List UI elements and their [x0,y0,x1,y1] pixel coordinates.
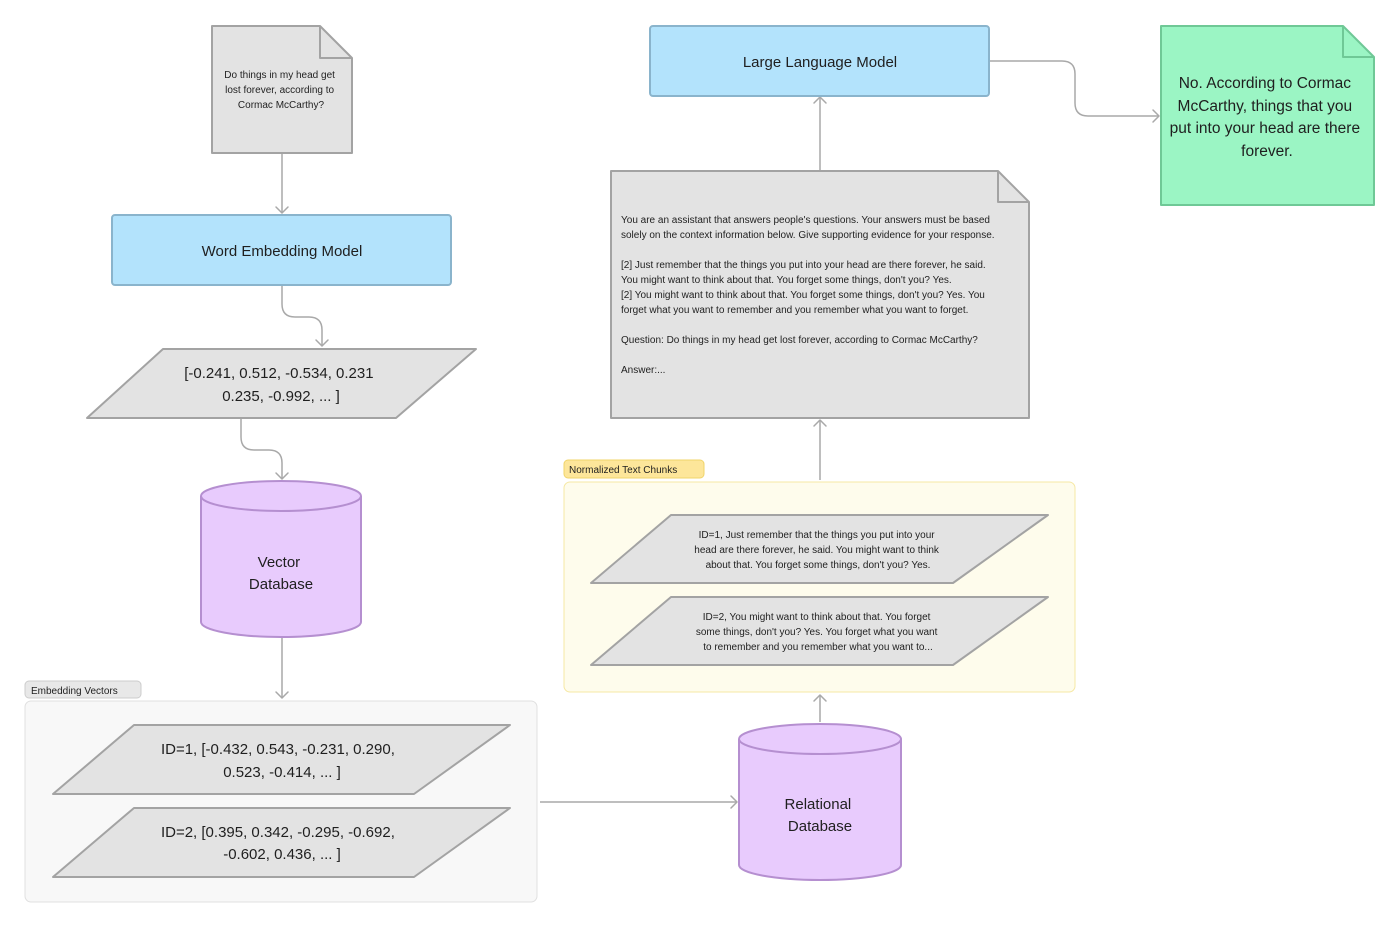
vector-database-line: Database [249,576,313,593]
prompt-document-shape [610,170,1030,419]
arrowhead [813,694,827,702]
text-chunk-line: some things, don't you? Yes. You forget … [696,627,938,638]
question-note-fold [319,26,352,59]
prompt-line: You are an assistant that answers people… [621,215,990,226]
embedding-vector-shape [52,724,511,795]
large-language-model-node: Large Language Model [649,25,990,97]
arrowhead [813,419,827,427]
embedding-vector-shape [52,807,511,878]
embedding-vector-text: ID=2, [0.395, 0.342, -0.295, -0.692, -0.… [161,824,399,863]
prompt-line: [2] You might want to think about that. … [621,290,985,301]
answer-note-text: No. According to Cormac McCarthy, things… [1170,75,1365,160]
embedding-vectors-tag [24,680,142,699]
text-chunk-text: ID=1, Just remember that the things you … [694,530,941,571]
embedding-vector-line: ID=1, [-0.432, 0.543, -0.231, 0.290, [161,741,395,758]
connectors [240,60,1160,809]
query-vector-shape [86,348,477,419]
text-chunk-line: to remember and you remember what you wa… [703,642,933,653]
text-chunk-item-2: ID=2, You might want to think about that… [590,596,1049,666]
embedding-vector-line: -0.602, 0.436, ... ] [223,846,341,863]
text-chunk-shape [590,596,1049,666]
answer-line: No. According to Cormac [1179,75,1352,92]
prompt-line: solely on the context information below.… [621,230,995,241]
text-chunk-text: ID=2, You might want to think about that… [696,612,940,653]
arrowhead [275,472,289,480]
text-chunks-tag [563,459,705,479]
embedding-vector-item-1: ID=1, [-0.432, 0.543, -0.231, 0.290, 0.5… [52,724,511,795]
query-vector-text: [-0.241, 0.512, -0.534, 0.231 0.235, -0.… [184,365,377,405]
answer-line: McCarthy, things that you [1178,98,1353,115]
arrowhead [275,691,289,699]
word-embedding-model-label: Word Embedding Model [202,243,363,260]
answer-line: forever. [1241,143,1293,160]
embedding-vectors-title: Embedding Vectors [31,686,118,697]
text-chunk-line: about that. You forget some things, don'… [706,560,931,571]
text-chunk-item-1: ID=1, Just remember that the things you … [590,514,1049,584]
query-vector-line: 0.235, -0.992, ... ] [222,388,340,405]
prompt-line: Answer:... [621,365,665,376]
query-vector-node: [-0.241, 0.512, -0.534, 0.231 0.235, -0.… [86,348,477,419]
question-line: Cormac McCarthy? [238,100,325,111]
prompt-document-text: You are an assistant that answers people… [621,215,997,376]
prompt-line: Question: Do things in my head get lost … [621,335,978,346]
relational-database-node: Relational Database [738,723,902,881]
embedding-vector-item-2: ID=2, [0.395, 0.342, -0.295, -0.692, -0.… [52,807,511,878]
arrowhead [1152,109,1160,123]
text-chunk-shape [590,514,1049,584]
vector-database-top [200,480,362,512]
connector-vector-to-vectordb [240,419,283,479]
answer-note: No. According to Cormac McCarthy, things… [1160,25,1375,206]
prompt-line: You might want to think about that. You … [621,275,952,286]
large-language-model-label: Large Language Model [743,54,897,71]
vector-database-body [200,496,362,638]
prompt-line: forget what you want to remember and you… [621,305,968,316]
vector-database-line: Vector [258,554,301,571]
question-note-text: Do things in my head get lost forever, a… [224,70,337,111]
query-vector-line: [-0.241, 0.512, -0.534, 0.231 [184,365,373,382]
prompt-document-fold [997,171,1029,203]
text-chunk-line: head are there forever, he said. You mig… [694,545,940,556]
large-language-model-box [649,25,990,97]
relational-database-label: Relational Database [785,796,856,835]
text-chunk-line: ID=2, You might want to think about that… [703,612,931,623]
vector-database-label: Vector Database [249,554,313,593]
text-chunk-line: ID=1, Just remember that the things you … [699,530,936,541]
embedding-vector-line: ID=2, [0.395, 0.342, -0.295, -0.692, [161,824,395,841]
answer-line: put into your head are there [1170,120,1360,137]
connector-embedding-to-vector [281,286,323,346]
arrowhead [730,795,738,809]
arrowhead [315,339,329,347]
relational-database-body [738,739,902,881]
answer-note-fold [1342,26,1374,58]
connector-llm-to-answer [990,60,1159,117]
embedding-vector-line: 0.523, -0.414, ... ] [223,764,341,781]
text-chunks-title: Normalized Text Chunks [569,465,677,476]
question-note: Do things in my head get lost forever, a… [211,25,353,154]
answer-note-shape [1160,25,1375,206]
vector-database-node: Vector Database [200,480,362,638]
question-line: lost forever, according to [225,85,334,96]
word-embedding-model-box [111,214,452,286]
relational-database-line: Relational [785,796,852,813]
question-note-shape [211,25,353,154]
prompt-document: You are an assistant that answers people… [610,170,1030,419]
word-embedding-model-node: Word Embedding Model [111,214,452,286]
relational-database-top [738,723,902,755]
prompt-line: [2] Just remember that the things you pu… [621,260,986,271]
arrowhead [275,206,289,214]
embedding-vector-text: ID=1, [-0.432, 0.543, -0.231, 0.290, 0.5… [161,741,399,781]
question-line: Do things in my head get [224,70,335,81]
relational-database-line: Database [788,818,852,835]
